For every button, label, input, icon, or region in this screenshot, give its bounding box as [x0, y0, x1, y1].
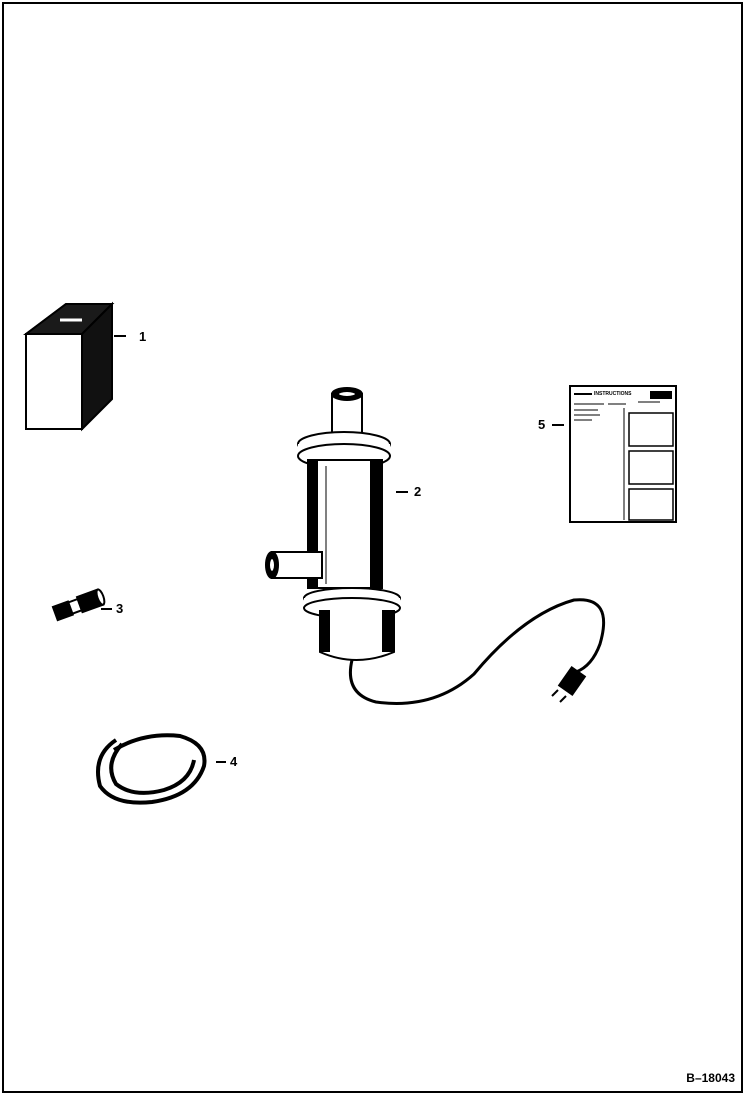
figure-id: B–18043	[686, 1071, 735, 1085]
callout-1: 1	[139, 329, 147, 344]
item-5-instruction-sheet	[552, 385, 677, 523]
callout-2: 2	[414, 484, 422, 499]
item-1-box	[23, 301, 126, 432]
parts-illustration	[23, 301, 677, 805]
instruction-sheet-title: INSTRUCTIONS	[594, 391, 632, 397]
item-3-fitting	[51, 588, 112, 622]
callout-3: 3	[116, 601, 124, 616]
callout-5: 5	[538, 417, 546, 432]
item-2-heater	[265, 387, 606, 705]
item-4-hose	[96, 733, 226, 805]
callout-4: 4	[230, 754, 238, 769]
